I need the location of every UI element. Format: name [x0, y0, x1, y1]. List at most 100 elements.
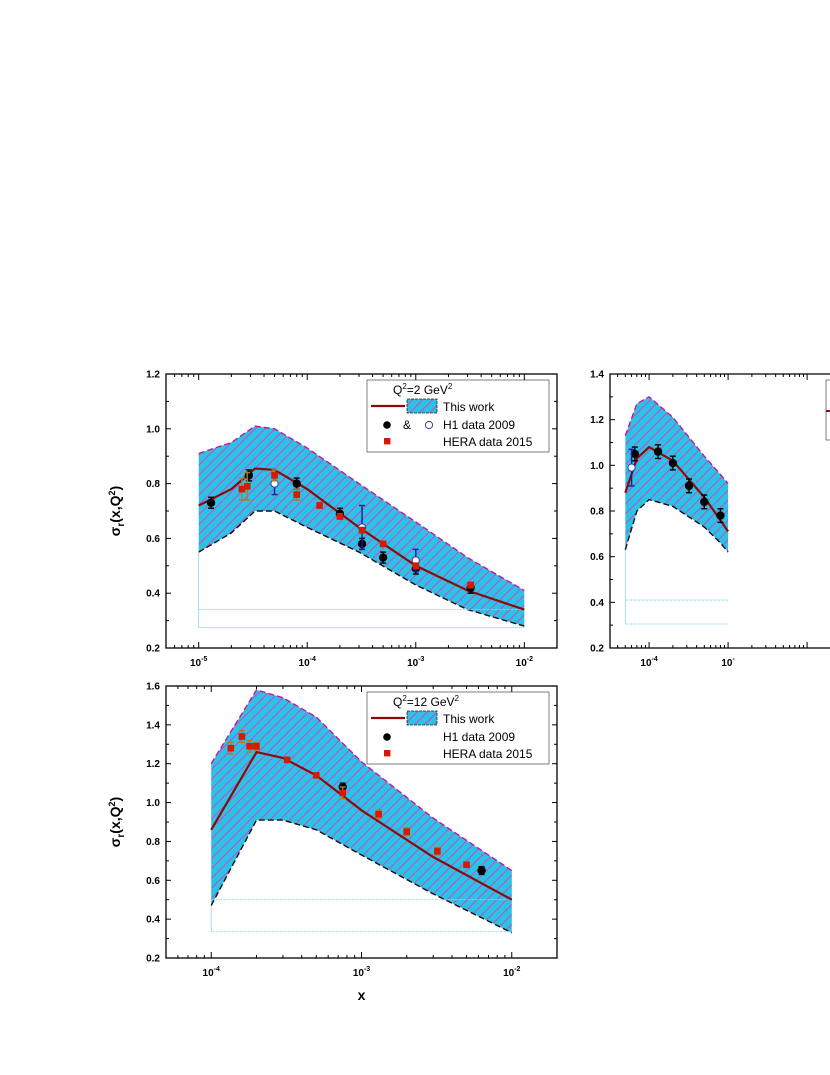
y-axis-title-sup: 2: [107, 801, 117, 806]
x-tick-label-exp: -: [732, 656, 735, 663]
x-tick-label-base: 10: [299, 658, 311, 669]
legend-hera-marker: [384, 438, 391, 445]
h1-data-point: [700, 497, 709, 507]
x-tick-label: 10-: [721, 656, 735, 669]
y-tick-label: 1.2: [146, 370, 160, 381]
y-axis: 0.20.40.60.81.01.21.4: [590, 370, 615, 655]
x-tick-label: 10-3: [353, 966, 370, 979]
y-tick-label: 1.0: [590, 461, 604, 472]
legend-q2-sup: 2: [402, 382, 407, 391]
x-tick-label-exp: -3: [364, 966, 370, 973]
x-tick-label-base: 10: [353, 968, 365, 979]
y-tick-label: 0.6: [590, 552, 604, 563]
x-tick-label-exp: -3: [418, 656, 424, 663]
hera-data-point: [358, 526, 366, 534]
legend-q2-label: Q: [393, 383, 402, 397]
legend-h1-label: H1 data 2009: [443, 418, 515, 432]
h1-data-point: [292, 479, 301, 488]
x-tick-label: 10-4: [203, 966, 220, 979]
x-tick-label: 10-5: [190, 656, 207, 669]
legend-q2-value: =2 GeV: [407, 383, 448, 397]
y-axis-title-sigma: σ: [107, 837, 123, 847]
band-upper-edge: [624, 395, 729, 485]
hera-data-point: [283, 756, 291, 764]
x-tick-label-exp: -2: [514, 966, 520, 973]
y-tick-label: 0.8: [146, 837, 160, 848]
y-tick-label: 0.6: [146, 876, 160, 887]
y-axis-title-end: ): [107, 797, 123, 802]
legend-box: [366, 691, 550, 765]
x-tick-label-base: 10: [721, 658, 733, 669]
y-tick-label: 0.2: [590, 644, 604, 655]
h1-data-point: [477, 866, 486, 875]
x-tick-label: 10-4: [640, 656, 657, 669]
hera-data-point: [246, 742, 253, 750]
y-tick-label: 0.4: [146, 915, 160, 926]
y-tick-label: 0.8: [590, 507, 604, 518]
legend-band-label: This work: [443, 712, 495, 726]
legend-h1-label: H1 data 2009: [443, 730, 515, 744]
band-lower-edge: [198, 510, 525, 627]
hera-data-point: [336, 513, 344, 520]
y-axis-title-sub: r: [116, 523, 127, 527]
legend-q2-value: =12 GeV: [407, 695, 455, 709]
y-tick-label: 0.6: [146, 534, 160, 545]
y-tick-label: 1.4: [146, 720, 160, 731]
legend-q2-unit-sup: 2: [448, 382, 453, 391]
y-tick-label: 0.4: [146, 589, 160, 600]
legend-hera-label: HERA data 2015: [443, 747, 533, 761]
y-axis: 0.20.40.60.81.01.21.41.6: [146, 682, 557, 965]
hera-data-point: [467, 581, 474, 589]
x-tick-label-exp: -5: [201, 656, 207, 663]
x-tick-label-exp: -4: [310, 656, 316, 663]
legend-box: [366, 379, 550, 453]
y-axis-title-sub: r: [116, 834, 127, 838]
legend-h1-marker: [383, 421, 391, 429]
x-tick-label-base: 10: [190, 658, 202, 669]
y-tick-label: 1.6: [146, 682, 160, 693]
y-axis-title-mid: (x,Q: [107, 806, 123, 833]
y-axis-title-end: ): [107, 486, 123, 491]
h1-data-point: [653, 447, 663, 456]
y-tick-label: 1.2: [590, 415, 604, 426]
band-lower-edge: [624, 498, 729, 553]
hera-data-point: [238, 733, 246, 740]
legend-hera-marker: [384, 750, 391, 757]
hera-data-point: [253, 742, 260, 750]
plot-area: [210, 689, 513, 934]
x-tick-label-base: 10: [640, 658, 652, 669]
hera-data-point: [271, 472, 278, 479]
band-upper-edge: [198, 425, 525, 592]
h1-open-data-point: [627, 463, 636, 472]
y-axis-title-sigma: σ: [107, 526, 123, 536]
hera-data-point: [339, 789, 347, 797]
legend-hera-label: HERA data 2015: [443, 435, 533, 449]
y-axis-title: σr(x,Q2): [107, 797, 127, 847]
x-tick-label-exp: -4: [652, 656, 658, 663]
h1-data-point: [716, 511, 725, 520]
legend-q2: Q2=12 GeV2: [393, 694, 460, 709]
legend-q2: Q2=2 GeV2: [393, 382, 453, 397]
hera-data-point: [463, 861, 470, 869]
y-tick-label: 1.0: [146, 424, 160, 435]
plot-area: [624, 395, 730, 625]
legend-band-label: This work: [443, 400, 495, 414]
legend-q2-label: Q: [393, 695, 402, 709]
hera-data-point: [227, 744, 235, 752]
legend-h1-joiner: &: [403, 418, 411, 432]
y-axis-title: σr(x,Q2): [107, 486, 127, 536]
hera-data-point: [375, 810, 382, 818]
y-tick-label: 0.8: [146, 479, 160, 490]
hera-data-point: [412, 562, 420, 570]
y-tick-label: 0.2: [146, 954, 160, 965]
hera-data-point: [316, 502, 323, 509]
y-axis: 0.20.40.60.81.01.2: [146, 370, 557, 655]
legend-h1-marker: [383, 733, 391, 741]
